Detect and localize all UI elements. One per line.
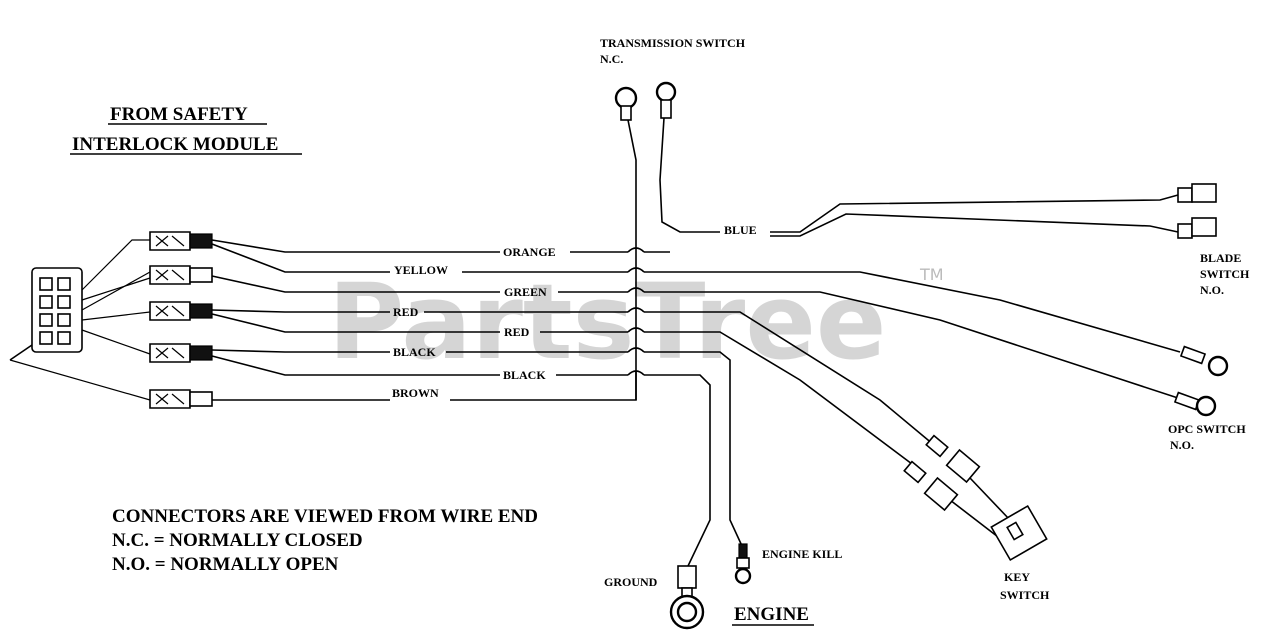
wire-label-black-left: BLACK — [393, 345, 436, 359]
terminal-yellow — [149, 265, 213, 285]
wire-label-green: GREEN — [504, 285, 547, 299]
wire-label-blue: BLUE — [724, 223, 757, 237]
blade-switch-label-1: BLADE — [1200, 251, 1241, 265]
blade-switch-label-3: N.O. — [1200, 283, 1224, 297]
watermark-text: PartsTree — [328, 261, 886, 383]
wire-label-yellow: YELLOW — [394, 263, 448, 277]
wire-label-orange: ORANGE — [503, 245, 556, 259]
opc-switch-label: OPC SWITCH — [1168, 422, 1246, 436]
wire-label-red-left: RED — [393, 305, 419, 319]
wire-label-red-right: RED — [504, 325, 530, 339]
ground-terminal — [669, 565, 705, 630]
note-line-2: N.C. = NORMALLY CLOSED — [112, 530, 363, 551]
engine-kill-terminal — [734, 543, 752, 585]
blade-switch-label-2: SWITCH — [1200, 267, 1250, 281]
terminal-black — [149, 343, 213, 363]
wire-label-black-right: BLACK — [503, 368, 546, 382]
note-line-3: N.O. = NORMALLY OPEN — [112, 554, 339, 575]
opc-switch-terminals — [1173, 345, 1229, 417]
key-switch-label-2: SWITCH — [1000, 588, 1050, 602]
module-to-terminal-wires — [9, 239, 151, 401]
trunk-crossovers — [627, 247, 645, 376]
key-switch-connectors — [903, 434, 1048, 562]
terminal-brown — [149, 389, 213, 409]
watermark-tm: TM — [919, 265, 944, 284]
harness-wires — [211, 117, 1181, 567]
wire-label-brown: BROWN — [392, 386, 439, 400]
title-line-1: FROM SAFETY — [110, 104, 248, 125]
engine-kill-label: ENGINE KILL — [762, 547, 842, 561]
transmission-switch-nc: N.C. — [600, 52, 623, 66]
key-switch-label-1: KEY — [1004, 570, 1030, 584]
note-line-1: CONNECTORS ARE VIEWED FROM WIRE END — [112, 506, 538, 527]
transmission-switch-label: TRANSMISSION SWITCH — [600, 36, 746, 50]
engine-label: ENGINE — [734, 604, 809, 625]
ground-label: GROUND — [604, 575, 658, 589]
title-line-2: INTERLOCK MODULE — [72, 134, 278, 155]
terminal-orange — [149, 231, 213, 251]
interlock-module-connector — [9, 267, 83, 361]
transmission-switch-terminals — [614, 81, 677, 121]
opc-switch-no: N.O. — [1170, 438, 1194, 452]
blade-switch-connectors — [1177, 183, 1217, 239]
terminal-red — [149, 301, 213, 321]
